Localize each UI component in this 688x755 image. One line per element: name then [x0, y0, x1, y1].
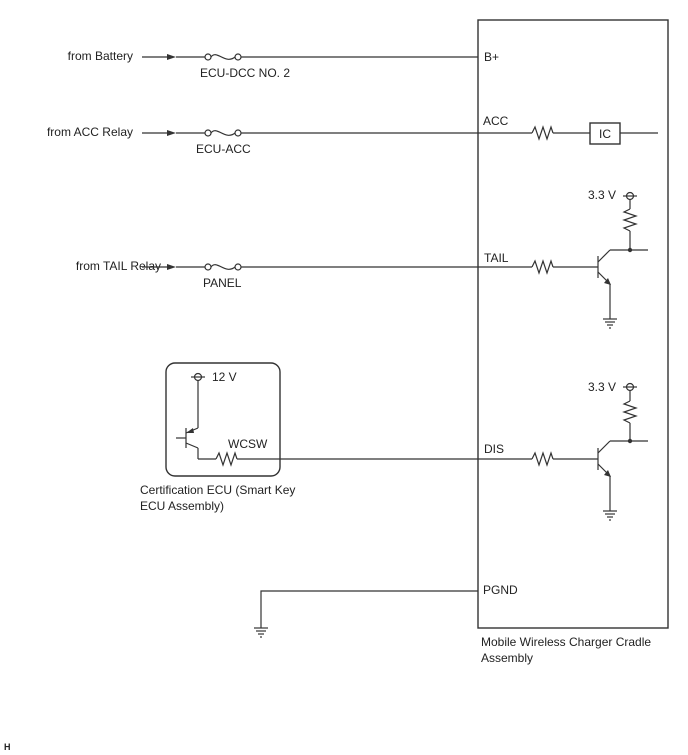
source-tail-relay-label: from TAIL Relay: [76, 259, 161, 273]
pgnd-wire: [260, 590, 478, 628]
cert-ecu-name-line2: ECU Assembly): [140, 499, 224, 513]
tail-pullup-resistor-icon: [622, 208, 638, 232]
cert-ecu-vref-label: 12 V: [212, 370, 237, 384]
tail-vref-label: 3.3 V: [588, 188, 616, 202]
dis-vref-label: 3.3 V: [588, 380, 616, 394]
cert-ecu-vref-terminal-icon: [191, 372, 205, 382]
tail-vref-terminal-icon: [623, 191, 637, 201]
dis-resistor-icon: [531, 451, 554, 467]
tail-transistor-icon: [597, 249, 611, 285]
pin-dis-label: DIS: [484, 442, 504, 456]
dis-transistor-icon: [597, 440, 611, 477]
cert-ecu-outline: [165, 362, 281, 477]
pin-tail-label: TAIL: [484, 251, 509, 265]
fuse-panel-icon: [204, 263, 242, 271]
pin-b-plus-label: B+: [484, 50, 499, 64]
tail-circuit: from TAIL Relay PANEL TAIL 3.3 V: [76, 188, 648, 329]
cert-ecu-resistor-icon: [215, 451, 238, 467]
battery-arrow-head: [167, 54, 176, 60]
charger-assembly: Mobile Wireless Charger Cradle Assembly: [477, 19, 669, 665]
charger-name-line2: Assembly: [481, 651, 533, 665]
pin-wcsw-label: WCSW: [228, 437, 268, 451]
fuse-ecu-acc-icon: [204, 129, 242, 137]
pgnd-ground-icon: [254, 627, 268, 638]
tail-resistor-icon: [531, 259, 554, 275]
tail-ground-icon: [603, 318, 617, 329]
fuse-ecu-dcc-icon: [204, 53, 242, 61]
charger-name-line1: Mobile Wireless Charger Cradle: [481, 635, 651, 649]
pin-acc-label: ACC: [483, 114, 509, 128]
dis-pullup-resistor-icon: [622, 400, 638, 424]
dis-ground-icon: [603, 510, 617, 521]
source-battery-label: from Battery: [68, 49, 133, 63]
acc-resistor-icon: [531, 125, 554, 141]
acc-circuit: from ACC Relay ECU-ACC ACC IC: [47, 114, 658, 156]
fuse-ecu-dcc-label: ECU-DCC NO. 2: [200, 66, 290, 80]
corner-mark: H: [4, 742, 11, 752]
fuse-panel-label: PANEL: [203, 276, 242, 290]
cert-ecu-name-line1: Certification ECU (Smart Key: [140, 483, 295, 497]
tail-arrow-head: [167, 264, 176, 270]
dis-vref-terminal-icon: [623, 382, 637, 392]
cert-ecu-transistor-icon: [176, 427, 199, 449]
battery-circuit: from Battery ECU-DCC NO. 2 B+: [68, 49, 499, 80]
certification-ecu: 12 V WCSW Certification ECU (Smart Key E…: [140, 362, 295, 513]
pgnd-circuit: PGND: [254, 583, 518, 638]
charger-outline: [477, 19, 669, 629]
pin-pgnd-label: PGND: [483, 583, 518, 597]
fuse-ecu-acc-label: ECU-ACC: [196, 142, 251, 156]
source-acc-relay-label: from ACC Relay: [47, 125, 133, 139]
dis-circuit: DIS 3.3 V: [237, 380, 648, 521]
ic-label: IC: [599, 127, 611, 141]
acc-arrow-head: [167, 130, 176, 136]
